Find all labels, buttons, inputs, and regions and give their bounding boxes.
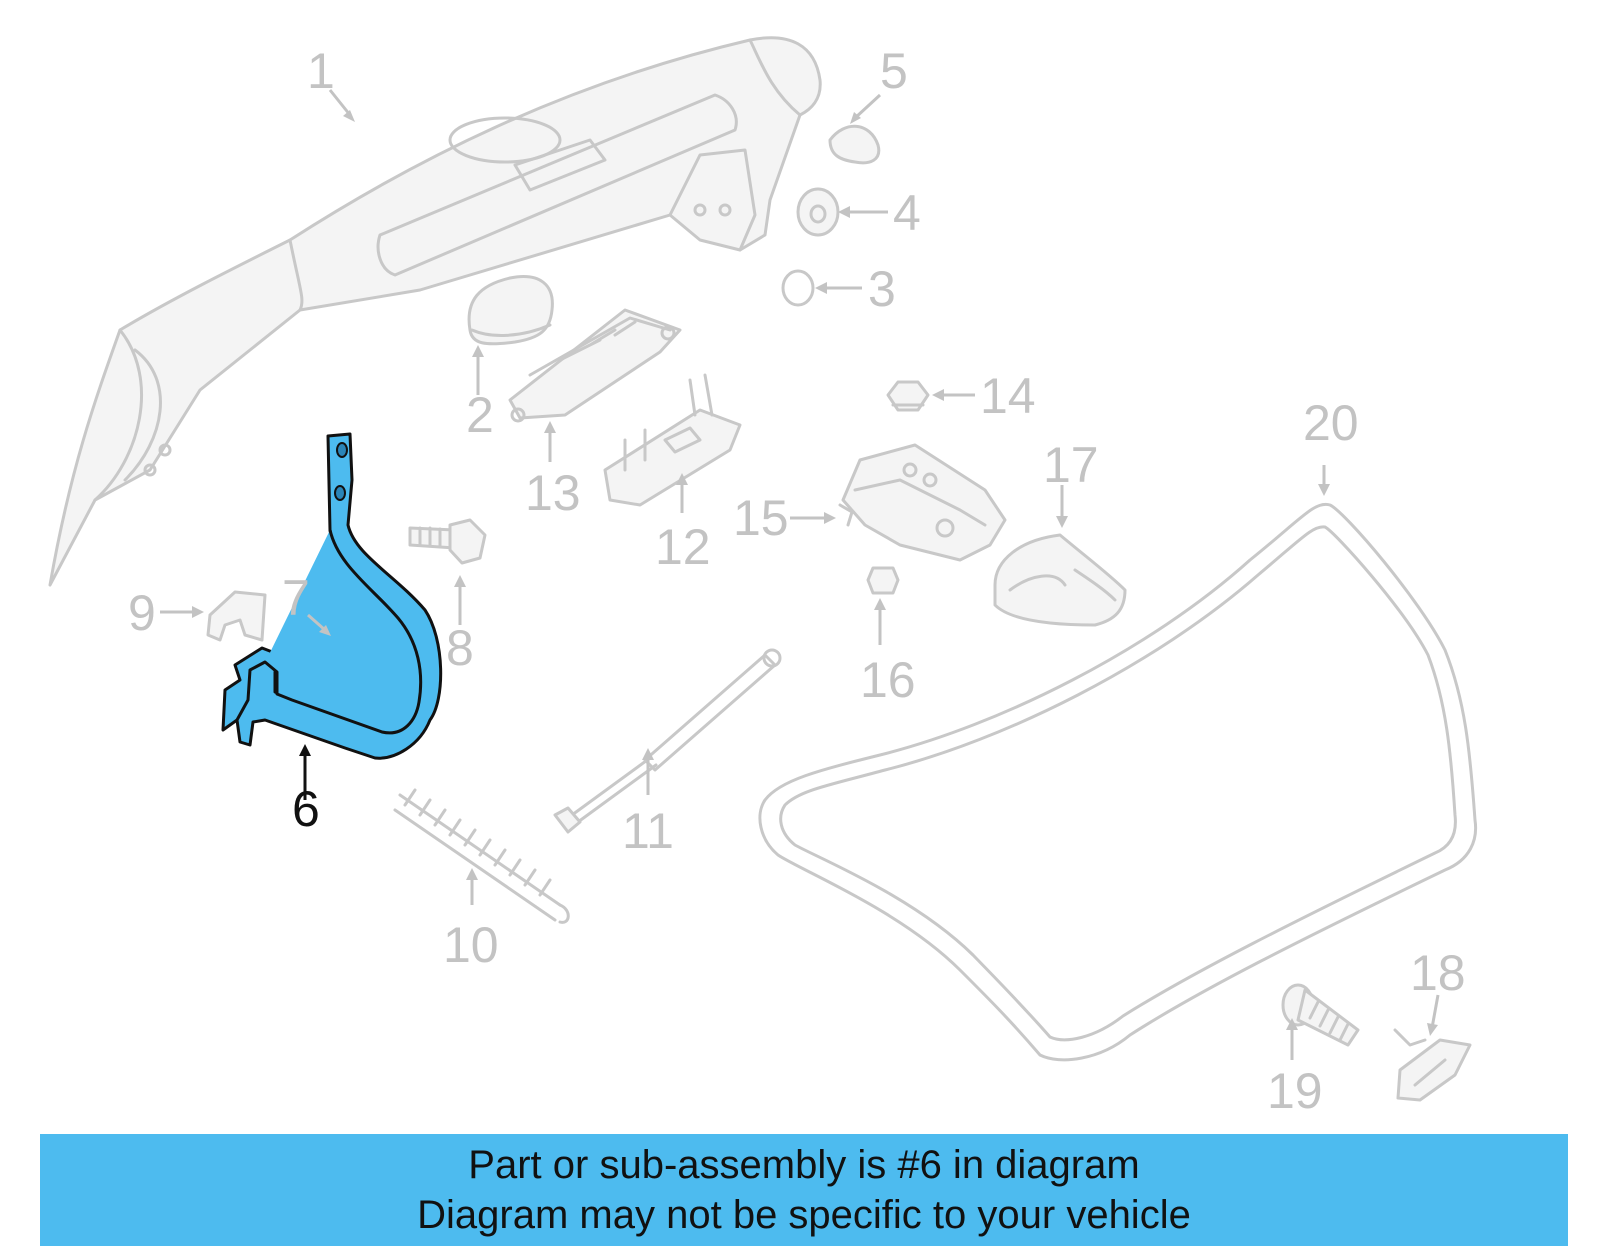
part-17-cover: [993, 533, 1127, 627]
part-1-trunk-lid: [48, 36, 822, 587]
label-part-13: 13: [525, 465, 581, 521]
label-part-3: 3: [868, 261, 896, 317]
part-19-bolt: [1281, 983, 1360, 1047]
part-11-strut: [553, 648, 782, 834]
part-10-spring: [393, 788, 570, 924]
label-part-20: 20: [1303, 395, 1359, 451]
label-part-7: 7: [282, 570, 310, 626]
part-18-clip: [1393, 1028, 1472, 1102]
label-part-9: 9: [128, 585, 156, 641]
part-3-ring: [781, 269, 815, 307]
callout-labels: 1 2 3 4 5 6 7 8 9 10 11 12 13 14 15 16 1…: [128, 43, 1466, 1119]
info-banner: Part or sub-assembly is #6 in diagram Di…: [40, 1134, 1568, 1246]
label-part-14: 14: [980, 368, 1036, 424]
part-4-washer: [796, 187, 840, 237]
label-part-1: 1: [307, 43, 335, 99]
part-13-light: [508, 308, 682, 423]
part-12-license-light: [603, 373, 742, 507]
label-part-16: 16: [860, 652, 916, 708]
label-part-2: 2: [466, 387, 494, 443]
label-part-11: 11: [622, 803, 674, 859]
label-part-19: 19: [1267, 1063, 1323, 1119]
part-14-nut: [886, 380, 930, 412]
banner-line-2: Diagram may not be specific to your vehi…: [417, 1193, 1191, 1237]
label-part-10: 10: [443, 917, 499, 973]
label-part-6: 6: [292, 781, 320, 837]
callout-arrows: [160, 89, 1440, 1060]
part-2-cap: [467, 275, 554, 346]
label-part-8: 8: [446, 620, 474, 676]
label-part-12: 12: [655, 519, 711, 575]
part-5-grommet: [828, 124, 881, 165]
label-part-4: 4: [893, 185, 921, 241]
part-8-bolt: [408, 518, 487, 565]
banner-line-1: Part or sub-assembly is #6 in diagram: [468, 1143, 1140, 1187]
part-20-weatherstrip: [758, 502, 1478, 1062]
label-part-15: 15: [733, 490, 789, 546]
label-part-17: 17: [1043, 437, 1099, 493]
part-9-bumper: [206, 590, 267, 642]
label-part-18: 18: [1410, 945, 1466, 1001]
label-part-5: 5: [880, 43, 908, 99]
part-15-latch: [838, 443, 1007, 562]
part-16-nut: [866, 566, 900, 595]
